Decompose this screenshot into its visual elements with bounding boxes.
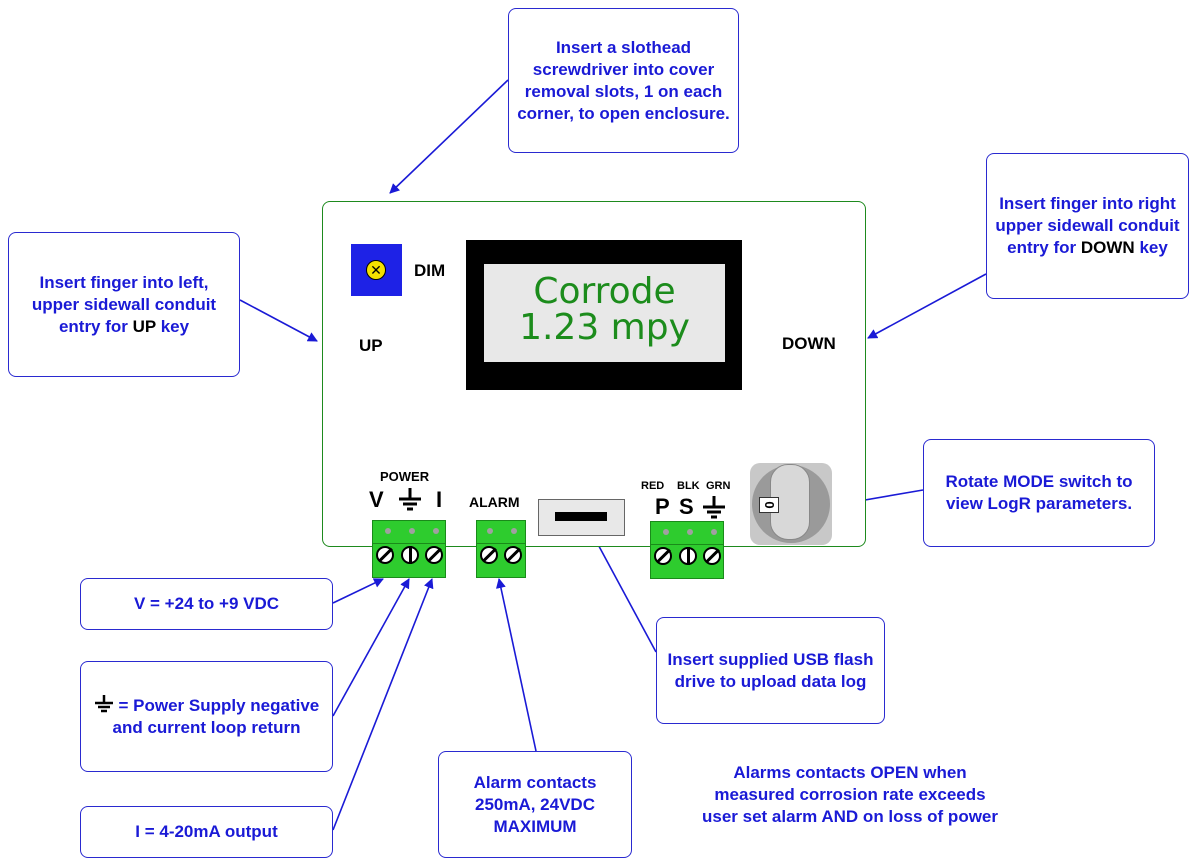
terminal-dot bbox=[487, 528, 493, 534]
callout-down-text: Insert finger into right upper sidewall … bbox=[993, 193, 1182, 259]
power-label: POWER bbox=[380, 469, 430, 484]
power-v-screw[interactable] bbox=[376, 546, 394, 564]
usb-slot bbox=[555, 512, 607, 521]
mode-zero-marker: 0 bbox=[759, 497, 779, 513]
callout-v-text: V = +24 to +9 VDC bbox=[133, 594, 280, 613]
terminal-dot bbox=[409, 528, 415, 534]
probe-s-label: S bbox=[679, 494, 694, 519]
terminal-dot bbox=[511, 528, 517, 534]
callout-up-key: Insert finger into left, upper sidewall … bbox=[8, 232, 240, 377]
arrow-i bbox=[332, 578, 434, 831]
power-i-label: I bbox=[436, 487, 443, 512]
arrow-usb bbox=[593, 536, 657, 653]
alarm-behavior-note: Alarms contacts OPEN when measured corro… bbox=[702, 763, 998, 826]
callout-down-key-word: DOWN bbox=[1080, 238, 1135, 257]
blk-label: BLK bbox=[677, 480, 700, 492]
probe-p-label: P bbox=[655, 494, 670, 519]
callout-v: V = +24 to +9 VDC bbox=[80, 578, 333, 630]
callout-cover-text: Insert a slothead screwdriver into cover… bbox=[517, 37, 730, 123]
arrow-up bbox=[239, 299, 318, 342]
power-v-label: V bbox=[369, 487, 384, 512]
callout-ground: = Power Supply negative and current loop… bbox=[80, 661, 333, 772]
lcd-line-1: Corrode bbox=[533, 271, 676, 312]
alarm-terminal-block bbox=[476, 520, 526, 578]
callout-cover-removal: Insert a slothead screwdriver into cover… bbox=[508, 8, 739, 153]
probe-p-screw[interactable] bbox=[654, 547, 672, 565]
callout-alarm-text: Alarm contacts 250mA, 24VDC MAXIMUM bbox=[473, 772, 597, 836]
callout-usb-text: Insert supplied USB flash drive to uploa… bbox=[667, 649, 874, 691]
callout-mode-switch: Rotate MODE switch to view LogR paramete… bbox=[923, 439, 1155, 547]
callout-down-key: Insert finger into right upper sidewall … bbox=[986, 153, 1189, 299]
mode-switch[interactable]: 0 bbox=[750, 463, 832, 545]
arrow-down bbox=[867, 273, 987, 339]
probe-ground-icon bbox=[703, 496, 725, 519]
callout-ground-label: = Power Supply negative and current loop… bbox=[112, 696, 320, 737]
terminal-dot bbox=[687, 529, 693, 535]
power-ground-icon bbox=[399, 488, 421, 511]
callout-down-post: key bbox=[1139, 238, 1168, 257]
ground-icon bbox=[94, 695, 113, 713]
callout-ground-text: = Power Supply negative and current loop… bbox=[87, 694, 326, 739]
probe-s-screw[interactable] bbox=[679, 547, 697, 565]
power-terminal-block bbox=[372, 520, 446, 578]
callout-alarm: Alarm contacts 250mA, 24VDC MAXIMUM bbox=[438, 751, 632, 858]
callout-mode-text: Rotate MODE switch to view LogR paramete… bbox=[945, 472, 1133, 513]
callout-usb: Insert supplied USB flash drive to uploa… bbox=[656, 617, 885, 724]
callout-i: I = 4-20mA output bbox=[80, 806, 333, 858]
alarm-label: ALARM bbox=[469, 494, 520, 510]
probe-ground-screw[interactable] bbox=[703, 547, 721, 565]
grn-label: GRN bbox=[706, 480, 731, 492]
lcd-display: Corrode 1.23 mpy bbox=[484, 264, 725, 362]
down-label: DOWN bbox=[782, 334, 836, 353]
callout-up-pre: Insert finger into left, upper sidewall … bbox=[31, 272, 217, 336]
callout-up-text: Insert finger into left, upper sidewall … bbox=[15, 272, 233, 338]
callout-up-key-word: UP bbox=[132, 316, 156, 336]
callout-i-text: I = 4-20mA output bbox=[135, 822, 278, 841]
terminal-dot bbox=[711, 529, 717, 535]
alarm-screw-2[interactable] bbox=[504, 546, 522, 564]
lcd-line-2: 1.23 mpy bbox=[519, 307, 690, 348]
usb-port[interactable] bbox=[538, 499, 625, 536]
arrow-cover bbox=[389, 79, 509, 194]
arrow-alarm bbox=[496, 578, 537, 752]
callout-down-pre: Insert finger into right upper sidewall … bbox=[995, 194, 1180, 257]
dim-knob-icon[interactable]: ✕ bbox=[366, 260, 386, 280]
terminal-dot bbox=[433, 528, 439, 534]
callout-up-post: key bbox=[160, 316, 190, 336]
arrow-v bbox=[332, 578, 384, 604]
dim-label: DIM bbox=[414, 261, 446, 280]
red-label: RED bbox=[641, 480, 665, 492]
alarm-terminal-top bbox=[477, 521, 525, 544]
probe-terminal-block bbox=[650, 521, 724, 579]
alarm-screw-1[interactable] bbox=[480, 546, 498, 564]
terminal-dot bbox=[663, 529, 669, 535]
power-ground-screw[interactable] bbox=[401, 546, 419, 564]
power-i-screw[interactable] bbox=[425, 546, 443, 564]
up-label: UP bbox=[359, 336, 383, 355]
arrow-ground bbox=[332, 578, 410, 717]
terminal-dot bbox=[385, 528, 391, 534]
